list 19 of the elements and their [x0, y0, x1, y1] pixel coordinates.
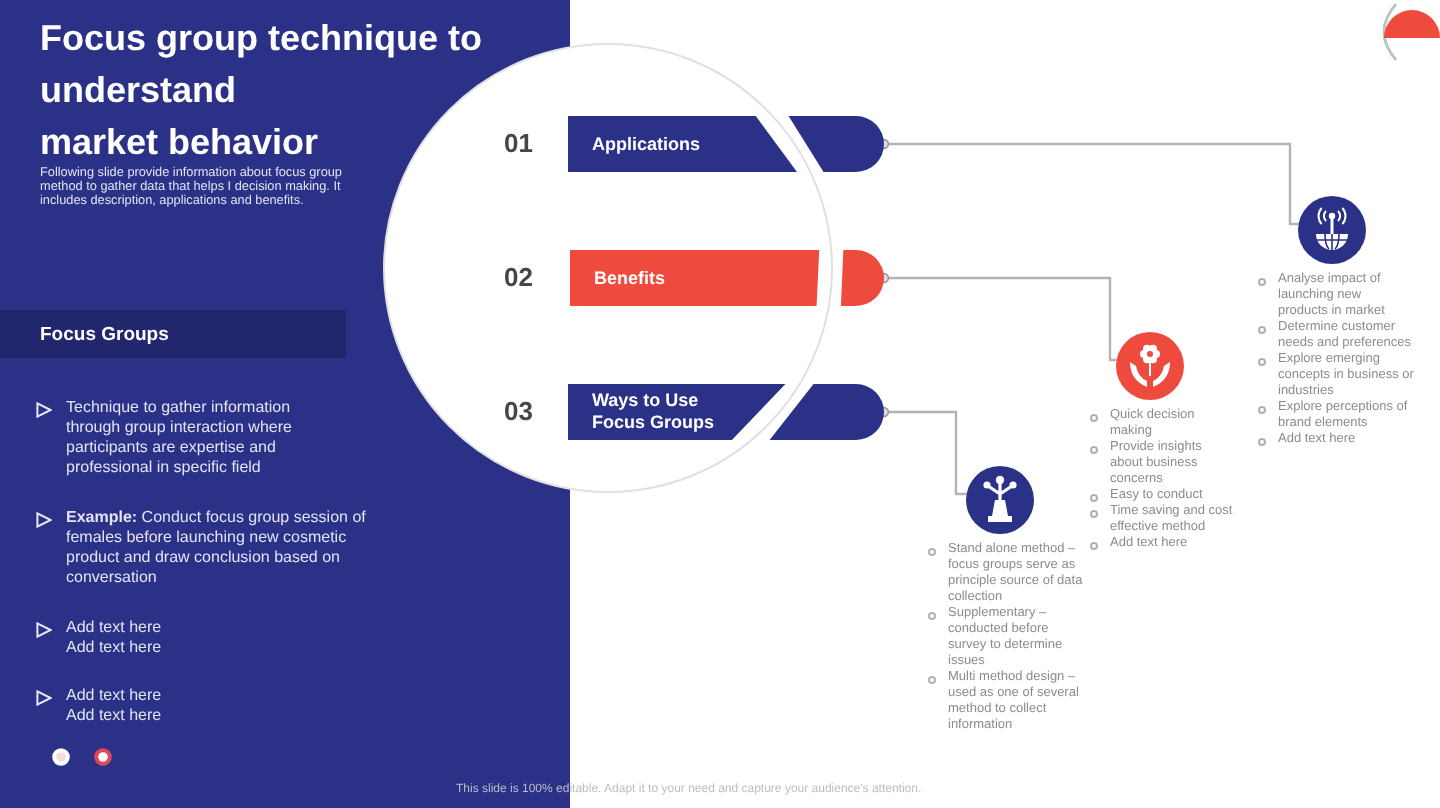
tab-label: Applications: [592, 133, 701, 155]
tab-label: Benefits: [594, 267, 666, 289]
bullet-text: Add text here Add text here: [66, 618, 164, 658]
antenna-globe-icon: [1298, 196, 1366, 264]
tab-label: Ways to Use Focus Groups: [592, 390, 717, 434]
section-heading: Focus Groups: [40, 323, 169, 345]
tab-bar: [570, 250, 884, 306]
slide-title: Focus group technique to understand market behavior: [40, 16, 482, 166]
tab-bar: [568, 384, 884, 440]
step-number: 02: [504, 262, 533, 292]
hands-flower-icon: [1116, 332, 1184, 400]
tab-bar: [568, 116, 884, 172]
step-number: 03: [504, 396, 533, 426]
section-header-bar: [0, 310, 346, 358]
bullet-text: Add text here Add text here: [66, 686, 164, 726]
step-number: 01: [504, 128, 533, 158]
figure-icon: [966, 466, 1034, 534]
bullet-text: Technique to gather information through group interaction where participants are expertise and professional in specific field: [66, 398, 294, 478]
bullet-text: Example: Conduct focus group session of females before launching new cosmetic product and draw conclusion based on conversation: [66, 508, 368, 588]
